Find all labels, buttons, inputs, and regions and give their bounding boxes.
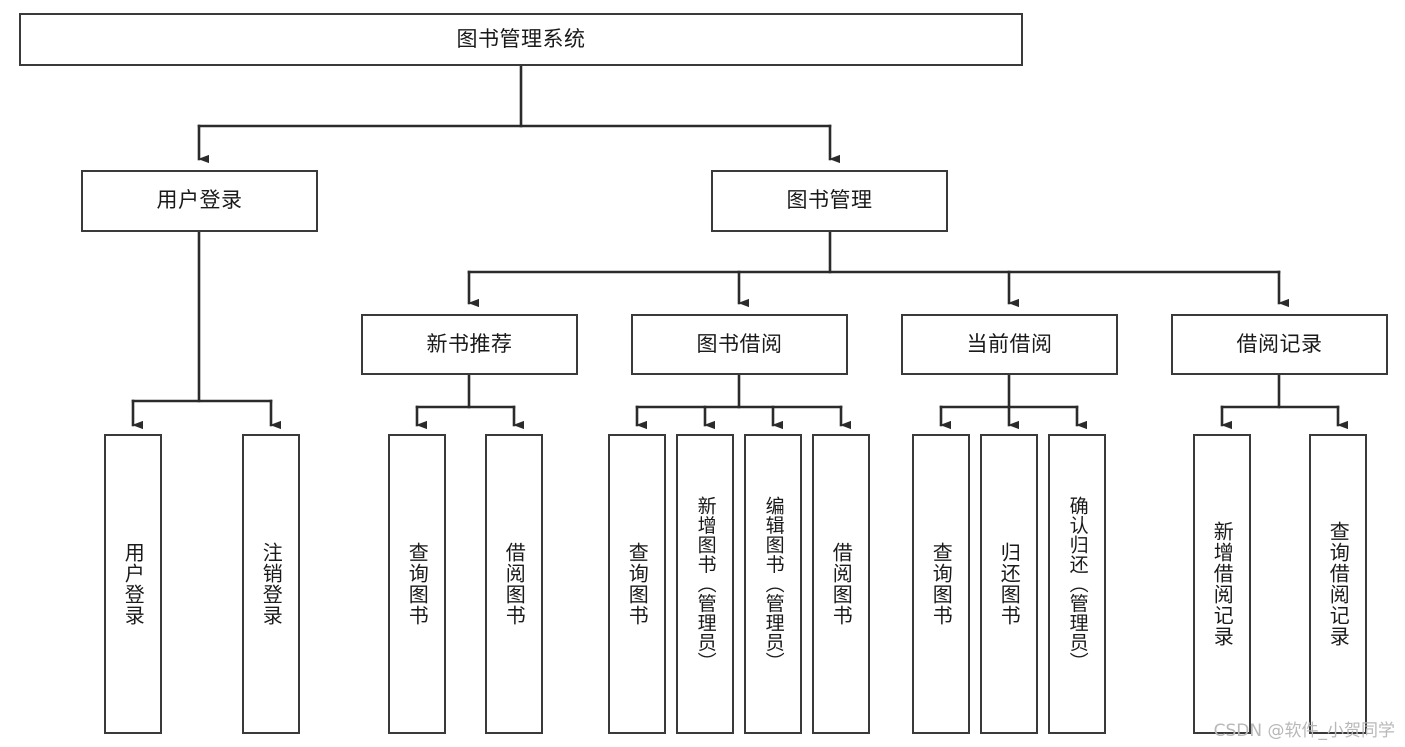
node-label: 查询图书 — [405, 542, 430, 626]
node-label: 借阅图书 — [502, 542, 527, 626]
node-label: 查询借阅记录 — [1326, 521, 1351, 647]
leaf-user-login-signin[interactable]: 用户登录 — [104, 434, 162, 734]
node-label: 图书管理 — [786, 188, 873, 213]
leaf-current-borrow-query[interactable]: 查询图书 — [912, 434, 970, 734]
leaf-current-borrow-return[interactable]: 归还图书 — [980, 434, 1038, 734]
node-label: 新增图书（管理员） — [694, 496, 717, 672]
node-borrow-record[interactable]: 借阅记录 — [1171, 314, 1388, 375]
node-book-management[interactable]: 图书管理 — [711, 170, 948, 232]
node-root-system[interactable]: 图书管理系统 — [19, 13, 1023, 66]
node-label: 借阅图书 — [829, 542, 854, 626]
leaf-borrow-record-add[interactable]: 新增借阅记录 — [1193, 434, 1251, 734]
node-label: 编辑图书（管理员） — [762, 496, 785, 672]
node-label: 用户登录 — [156, 188, 243, 213]
node-book-borrow[interactable]: 图书借阅 — [631, 314, 848, 375]
node-label: 注销登录 — [259, 542, 284, 626]
leaf-new-book-query[interactable]: 查询图书 — [388, 434, 446, 734]
node-label: 查询图书 — [929, 542, 954, 626]
node-label: 借阅记录 — [1236, 331, 1323, 356]
leaf-user-login-signout[interactable]: 注销登录 — [242, 434, 300, 734]
node-label: 图书借阅 — [696, 331, 783, 356]
leaf-book-borrow-edit[interactable]: 编辑图书（管理员） — [744, 434, 802, 734]
leaf-book-borrow-borrow[interactable]: 借阅图书 — [812, 434, 870, 734]
leaf-new-book-borrow[interactable]: 借阅图书 — [485, 434, 543, 734]
node-label: 查询图书 — [625, 542, 650, 626]
node-label: 图书管理系统 — [456, 26, 586, 51]
node-label: 用户登录 — [121, 542, 146, 626]
node-new-book-recommend[interactable]: 新书推荐 — [361, 314, 578, 375]
leaf-book-borrow-query[interactable]: 查询图书 — [608, 434, 666, 734]
leaf-current-borrow-confirm-return[interactable]: 确认归还（管理员） — [1048, 434, 1106, 734]
node-label: 确认归还（管理员） — [1066, 496, 1089, 672]
node-current-borrow[interactable]: 当前借阅 — [901, 314, 1118, 375]
node-label: 新书推荐 — [426, 331, 513, 356]
watermark-credit: CSDN @软件_小贺同学 — [1213, 721, 1395, 741]
node-label: 归还图书 — [997, 542, 1022, 626]
node-user-login[interactable]: 用户登录 — [81, 170, 318, 232]
node-label: 当前借阅 — [966, 331, 1053, 356]
leaf-borrow-record-query[interactable]: 查询借阅记录 — [1309, 434, 1367, 734]
leaf-book-borrow-add[interactable]: 新增图书（管理员） — [676, 434, 734, 734]
node-label: 新增借阅记录 — [1210, 521, 1235, 647]
